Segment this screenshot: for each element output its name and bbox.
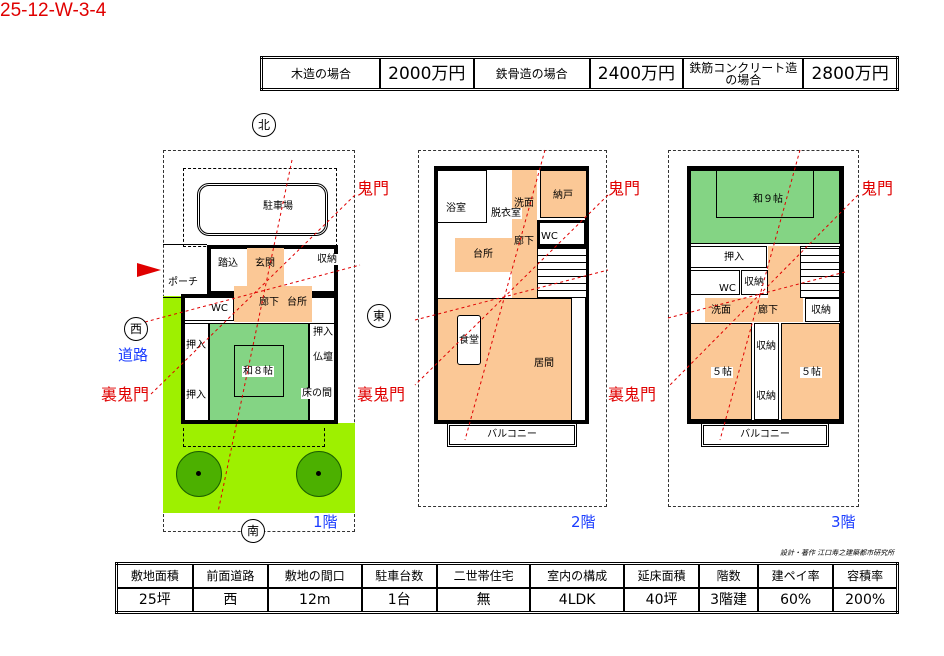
room-label: 収納: [316, 254, 338, 265]
room-label: 廊下: [259, 297, 279, 308]
room-label: 駐車場: [263, 201, 293, 212]
kimon-label: 鬼門: [357, 179, 390, 198]
lawn: [163, 296, 181, 423]
kimon-label: 鬼門: [608, 179, 641, 198]
entrance-arrow-icon: [137, 263, 161, 277]
price-table: 木造の場合 2000万円 鉄骨造の場合 2400万円 鉄筋コンクリート造の場合 …: [260, 56, 899, 91]
fence: [183, 428, 325, 447]
room-label: 収納: [743, 277, 765, 288]
room-label: 洗面: [711, 305, 731, 316]
room-label: 脱衣室: [490, 208, 522, 219]
room-label: WC: [210, 303, 229, 314]
spec-header: 駐車台数: [360, 562, 438, 589]
floor-label: 1階: [313, 513, 338, 531]
spec-header: 前面道路: [191, 562, 270, 589]
room-label: 納戸: [553, 190, 573, 201]
room-label: ポーチ: [167, 277, 199, 288]
compass-north: 北: [252, 113, 276, 137]
room-label: 押入: [185, 390, 207, 401]
price-label: 木造の場合: [260, 56, 381, 91]
spec-header: 二世帯住宅: [435, 562, 532, 589]
balcony: バルコニー: [701, 423, 829, 447]
bathroom: [437, 170, 487, 223]
spec-table: 敷地面積 前面道路 敷地の間口 駐車台数 二世帯住宅 室内の構成 延床面積 階数…: [115, 562, 899, 614]
room-label: 踏込: [217, 258, 239, 269]
tree-icon: [296, 451, 342, 497]
credit: 設計・著作 江口寿之建築都市研究所: [780, 549, 895, 557]
compass-west: 西: [124, 317, 148, 341]
spec-header: 敷地の間口: [267, 562, 363, 589]
hallway: [512, 170, 537, 298]
room-label: 仏壇: [312, 352, 334, 363]
spec-header: 容積率: [832, 562, 899, 589]
price-value: 2800万円: [802, 56, 899, 91]
road-label: 道路: [118, 346, 149, 364]
spec-header: 室内の構成: [529, 562, 625, 589]
plan-code: 25-12-W-3-4: [0, 0, 107, 21]
tree-icon: [176, 451, 222, 497]
spec-header: 延床面積: [622, 562, 701, 589]
hallway: [768, 246, 800, 298]
room-label: 台所: [287, 297, 307, 308]
room-label: ５帖: [800, 367, 822, 378]
spec-value: 西: [191, 587, 270, 614]
spec-value: 無: [435, 587, 532, 614]
floor-label: 2階: [571, 513, 596, 531]
ura-kimon-label: 裏鬼門: [608, 385, 657, 404]
room-label: ５帖: [711, 367, 733, 378]
price-label: 鉄筋コンクリート造の場合: [682, 56, 805, 91]
room-label: 台所: [473, 249, 493, 260]
room-label: 和９帖: [753, 194, 783, 205]
ura-kimon-label: 裏鬼門: [101, 385, 150, 404]
spec-value: 1台: [360, 587, 438, 614]
room-label: 押入: [312, 327, 334, 338]
compass-east: 東: [367, 304, 391, 328]
room-label: 居間: [534, 358, 554, 369]
room-label: 和８帖: [242, 366, 274, 377]
room-label: WC: [718, 283, 737, 294]
floor-label: 3階: [831, 513, 856, 531]
oshiire: [184, 323, 209, 421]
room-label: 床の間: [301, 388, 333, 399]
spec-value: 12m: [267, 587, 363, 614]
spec-header: 敷地面積: [115, 562, 194, 589]
compass-south: 南: [241, 519, 265, 543]
room-label: 収納: [810, 305, 832, 316]
porch: [163, 244, 207, 298]
room-label: 廊下: [758, 305, 778, 316]
room-label: 玄関: [255, 258, 275, 269]
staircase: [800, 246, 840, 298]
staircase: [537, 247, 587, 298]
room-label: 押入: [185, 340, 207, 351]
storage: [754, 323, 779, 420]
room-label: 押入: [723, 252, 745, 263]
spec-value: 200%: [832, 587, 899, 614]
room-label: 収納: [755, 341, 777, 352]
price-value: 2000万円: [379, 56, 475, 91]
spec-value: 25坪: [115, 587, 194, 614]
room-label: 洗面: [514, 198, 534, 209]
room-label: 収納: [755, 391, 777, 402]
kimon-label: 鬼門: [861, 179, 894, 198]
spec-value: 40坪: [622, 587, 701, 614]
room-label: 浴室: [445, 203, 467, 214]
spec-header: 建ペイ率: [756, 562, 835, 589]
spec-value: 60%: [756, 587, 835, 614]
spec-value: 3階建: [698, 587, 759, 614]
price-label: 鉄骨造の場合: [472, 56, 591, 91]
spec-header: 階数: [698, 562, 759, 589]
ura-kimon-label: 裏鬼門: [357, 385, 406, 404]
room-label: 食堂: [458, 335, 480, 346]
spec-value: 4LDK: [529, 587, 625, 614]
price-value: 2400万円: [588, 56, 685, 91]
room-label: WC: [540, 231, 559, 242]
room-label: 廊下: [514, 236, 534, 247]
balcony: バルコニー: [447, 423, 577, 447]
